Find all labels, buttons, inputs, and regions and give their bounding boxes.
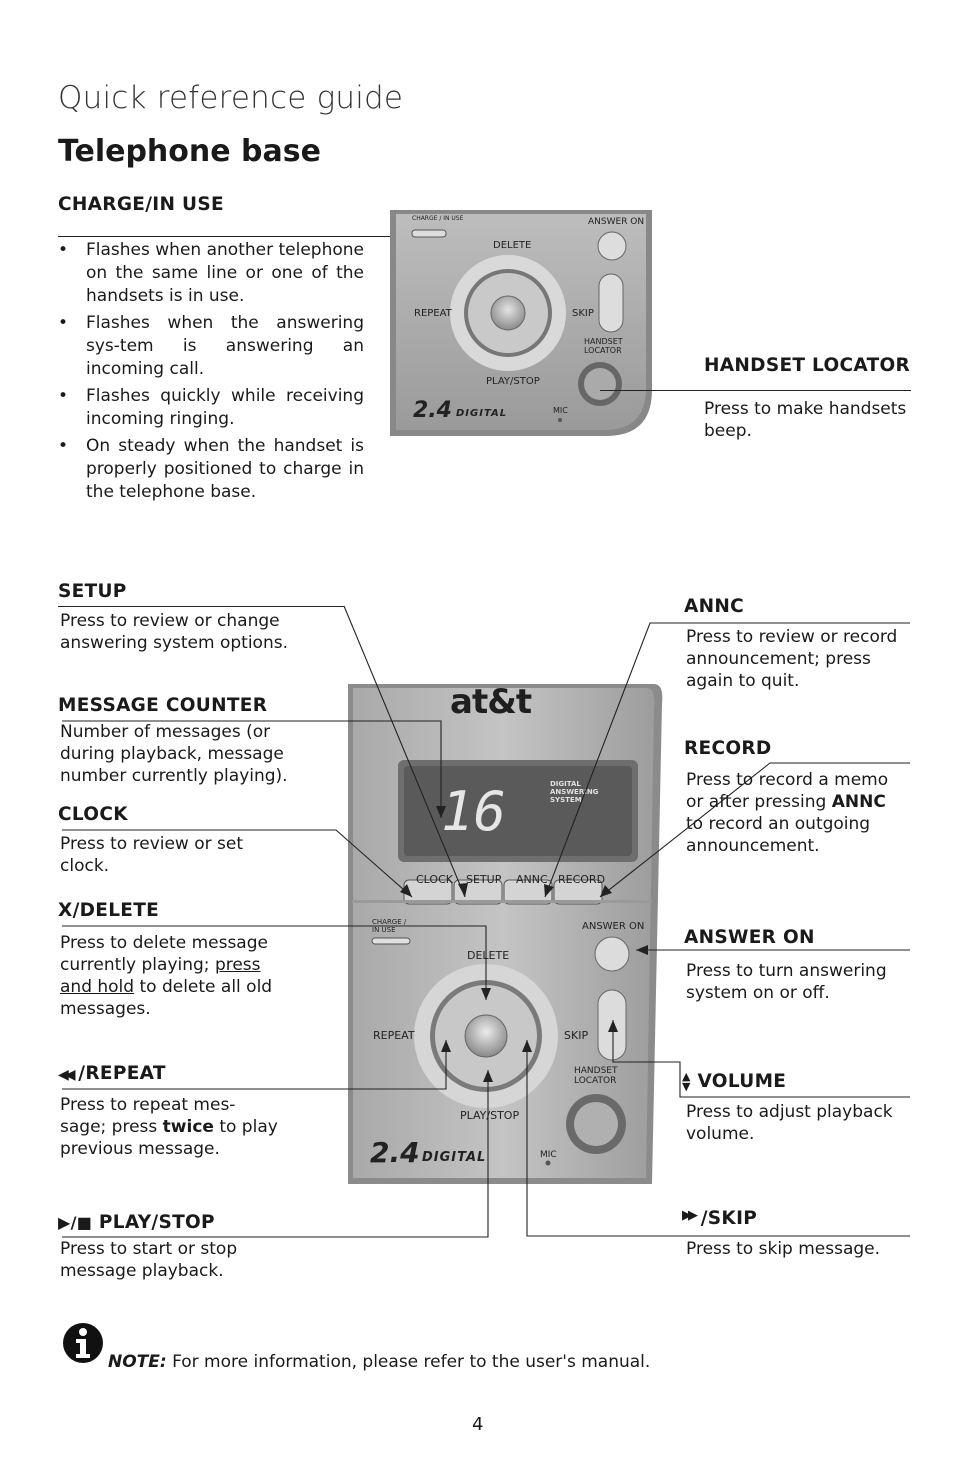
list-item: On steady when the handset is properly p… (58, 435, 364, 504)
closeup-play-stop-label: PLAY/STOP (486, 376, 540, 387)
rewind-icon: ◀◀ (58, 1067, 75, 1083)
skip-desc: Press to skip message. (686, 1239, 881, 1259)
play-stop-icon: ▶/■ (58, 1213, 93, 1232)
lcd-brand-text: DIGITAL ANSWERING SYSTEM (550, 780, 599, 804)
volume-heading-row: ▲▼ VOLUME (682, 1071, 786, 1092)
volume-leader (612, 1020, 910, 1098)
play-stop-heading: PLAY/STOP (98, 1212, 215, 1233)
delete-leader (62, 925, 487, 1000)
clock-heading: CLOCK (58, 804, 128, 825)
closeup-delete-label: DELETE (493, 240, 532, 251)
charge-in-use-list: Flashes when another telephone on the sa… (58, 239, 364, 508)
handset-locator-heading: HANDSET LOCATOR (704, 355, 911, 376)
base-closeup-image (390, 210, 652, 436)
skip-heading: /SKIP (700, 1208, 758, 1229)
fast-forward-icon: ▶▶ (682, 1208, 698, 1223)
repeat-desc-part-2: to play previous message. (60, 1117, 278, 1159)
x-delete-desc-part-1: Press to delete message currently playin… (60, 933, 268, 975)
record-button[interactable]: RECORD (558, 873, 606, 886)
message-counter-desc: Number of messages (or during playback, … (60, 722, 288, 786)
volume-heading: VOLUME (697, 1071, 787, 1092)
setup-rule (58, 606, 344, 607)
base-main-image (348, 684, 663, 1184)
answer-on-button[interactable]: ANSWER ON (582, 921, 645, 932)
x-delete-desc: Press to delete message currently playin… (60, 932, 290, 1020)
closeup-model-digital: DIGITAL (456, 408, 508, 419)
repeat-desc-part-1: Press to repeat mes-sage; press (60, 1095, 236, 1137)
repeat-leader (62, 1040, 447, 1090)
charge-in-use-heading: CHARGE/IN USE (58, 194, 224, 215)
handset-locator-button[interactable]: HANDSET LOCATOR (574, 1066, 618, 1086)
message-counter-heading: MESSAGE COUNTER (58, 695, 268, 716)
play-stop-leader (62, 1070, 489, 1238)
skip-button[interactable]: SKIP (564, 1029, 589, 1042)
closeup-mic-label: MIC (553, 406, 568, 415)
repeat-button[interactable]: REPEAT (373, 1029, 415, 1042)
page-subtitle: Telephone base (58, 134, 321, 169)
message-counter-leader (62, 720, 442, 818)
play-stop-desc: Press to start or stop message playback. (60, 1239, 238, 1281)
note-text: NOTE: For more information, please refer… (108, 1352, 650, 1372)
closeup-repeat-label: REPEAT (414, 308, 452, 319)
x-delete-heading: X/DELETE (58, 900, 160, 921)
handset-locator-rule (600, 390, 911, 391)
annc-heading: ANNC (684, 596, 745, 617)
message-counter-display: 16 (441, 780, 507, 843)
device-brand-logo: at&t (450, 682, 532, 722)
clock-button[interactable]: CLOCK (416, 873, 453, 886)
clock-desc: Press to review or set clock. (60, 834, 244, 876)
list-item: Flashes quickly while receiving incoming… (58, 385, 364, 431)
annc-leader (544, 622, 910, 898)
closeup-skip-label: SKIP (572, 308, 594, 319)
note-body: For more information, please refer to th… (172, 1352, 651, 1372)
skip-leader (526, 1040, 910, 1237)
repeat-heading: /REPEAT (78, 1063, 166, 1084)
mic-label: MIC (540, 1150, 557, 1160)
repeat-desc: Press to repeat mes-sage; press twice to… (60, 1094, 280, 1160)
repeat-desc-bold: twice (162, 1117, 214, 1137)
page-number: 4 (472, 1414, 484, 1435)
annc-desc: Press to review or record announcement; … (686, 627, 898, 691)
record-desc: Press to record a memo or after pressing… (686, 769, 908, 857)
charge-in-use-light: CHARGE / IN USE (372, 918, 407, 934)
model-digital: DIGITAL (422, 1150, 487, 1165)
setup-leader (343, 605, 466, 898)
x-delete-desc-emphasis: press and hold (60, 955, 261, 997)
answer-on-heading: ANSWER ON (684, 927, 815, 948)
repeat-heading-row: ◀◀ /REPEAT (58, 1063, 166, 1084)
list-item: Flashes when another telephone on the sa… (58, 239, 364, 308)
page-title: Quick reference guide (58, 80, 404, 116)
setup-button[interactable]: SETUP (466, 873, 502, 886)
closeup-model-big: 2.4 (413, 398, 452, 423)
record-leader (599, 762, 910, 898)
closeup-answer-on-label: ANSWER ON (588, 217, 645, 227)
skip-heading-row: ▶▶ /SKIP (682, 1208, 757, 1229)
handset-locator-desc: Press to make handsets beep. (704, 399, 907, 441)
volume-desc: Press to adjust playback volume. (686, 1102, 893, 1144)
setup-heading: SETUP (58, 581, 127, 602)
up-down-arrow-icon: ▲▼ (682, 1070, 691, 1093)
closeup-handset-locator-label: HANDSET LOCATOR (584, 337, 623, 355)
clock-leader (62, 829, 413, 898)
x-delete-desc-part-2: to delete all old messages. (60, 977, 273, 1019)
annc-button[interactable]: ANNC (516, 873, 548, 886)
record-heading: RECORD (684, 738, 772, 759)
setup-desc: Press to review or change answering syst… (60, 611, 288, 653)
answer-on-desc: Press to turn answering system on or off… (686, 961, 887, 1003)
play-stop-button[interactable]: PLAY/STOP (460, 1109, 520, 1122)
closeup-charge-label: CHARGE / IN USE (412, 215, 464, 222)
record-desc-part-1: Press to record a memo or after pressing (686, 770, 889, 812)
model-big: 2.4 (370, 1136, 420, 1169)
charge-in-use-rule (58, 236, 410, 237)
note-label: NOTE: (108, 1352, 167, 1372)
play-stop-heading-row: ▶/■ PLAY/STOP (58, 1212, 215, 1233)
record-desc-part-2: to record an outgoing announcement. (686, 814, 871, 856)
list-item: Flashes when the answering sys-tem is an… (58, 312, 364, 381)
info-icon (63, 1323, 103, 1363)
delete-button[interactable]: DELETE (467, 949, 510, 962)
record-desc-bold: ANNC (831, 792, 886, 812)
